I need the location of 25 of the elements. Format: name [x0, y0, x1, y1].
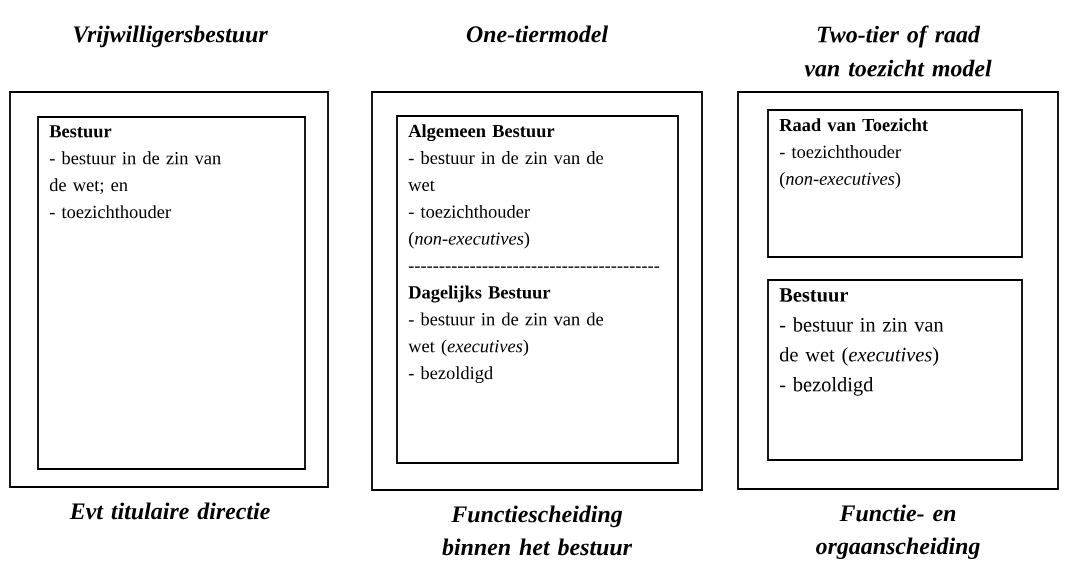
text-line: - bestuur in de zin van de wet	[408, 151, 604, 191]
text-line: - toezichthouder (non-executives)	[779, 145, 901, 189]
text-line: -----------------------------------------	[408, 266, 660, 268]
panel-caption: Evt titulaire directie	[69, 502, 270, 520]
text-box	[396, 115, 679, 464]
text-line: - bezoldigd	[779, 377, 874, 396]
panel-heading: One-tiermodel	[466, 25, 609, 43]
box-heading: Raad van Toezicht	[779, 118, 928, 132]
panel-heading: Two-tier of raad van toezicht model	[804, 25, 992, 77]
text-line: - toezichthouder (non-executives)	[408, 204, 530, 249]
text-box	[767, 109, 1023, 258]
text-line: - bestuur in de zin van de wet; en	[49, 151, 221, 194]
text-box	[767, 279, 1023, 461]
text-line: - bestuur in zin van de wet (executives)	[779, 317, 944, 366]
box-heading: Dagelijks Bestuur	[408, 285, 551, 303]
text-line: - bestuur in de zin van de wet (executives)	[408, 312, 604, 357]
panel-caption: Functie- en orgaanscheiding	[816, 504, 980, 560]
text-line: - toezichthouder	[49, 205, 171, 219]
box-heading: Bestuur	[779, 288, 848, 302]
panel-caption: Functiescheiding binnen het bestuur	[442, 505, 633, 556]
box-heading: Bestuur	[49, 125, 112, 138]
box-heading: Algemeen Bestuur	[408, 124, 555, 142]
panel-heading: Vrijwilligersbestuur	[73, 25, 268, 48]
text-box	[37, 116, 306, 470]
text-line: - bezoldigd	[408, 366, 493, 384]
